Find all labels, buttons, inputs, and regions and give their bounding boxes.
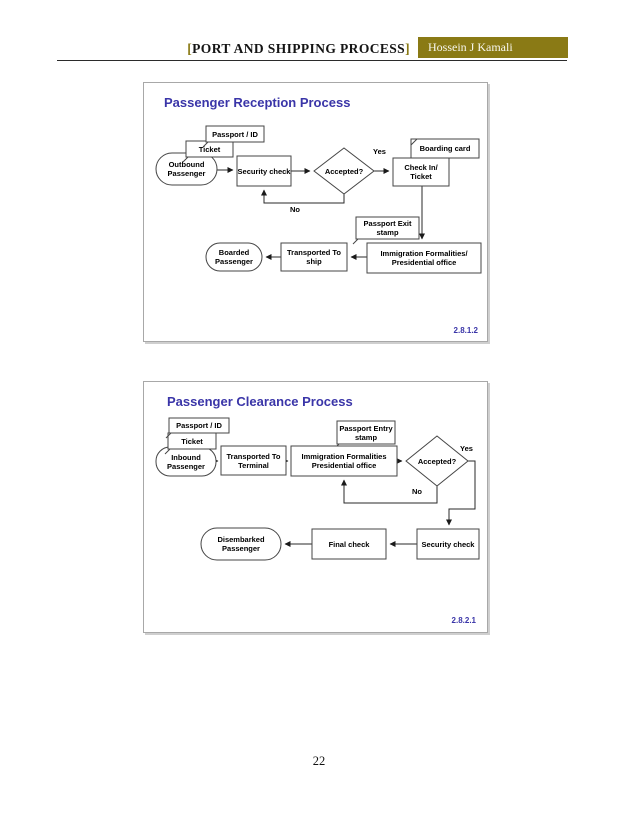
clearance-flowchart-canvas [155, 417, 480, 561]
end-terminator-shape [200, 527, 282, 561]
security-label: Security check [237, 166, 291, 176]
start-label: Inbound Passenger [167, 452, 205, 471]
page-number: 22 [312, 754, 326, 768]
decision-diamond-shape [405, 435, 469, 487]
decision-label: Accepted? [324, 166, 364, 176]
immigration-label: Immigration Formalities/ Presidential of… [380, 249, 468, 267]
final-check-label: Final check [328, 539, 370, 549]
passport-id-card-shape [205, 125, 265, 143]
passport-id-label: Passport / ID [176, 421, 222, 430]
start-label: Outbound Passenger [167, 160, 206, 178]
header-title-text: PORT AND SHIPPING PROCESS [192, 41, 406, 56]
transport-shape [280, 242, 348, 272]
decision-diamond-shape [313, 147, 375, 195]
ticket-label: Ticket [198, 144, 221, 154]
ticket-label: Ticket [181, 436, 203, 446]
exit-stamp-label: Passport Exit stamp [363, 219, 412, 237]
clearance-ref-number: 2.8.2.1 [451, 616, 476, 625]
clearance-process-panel: Passenger Clearance Process [143, 381, 488, 633]
passport-id-card-fold [165, 432, 172, 439]
immigration-shape [366, 242, 482, 274]
transport-label: Transported To ship [286, 248, 342, 266]
security-check-shape [416, 528, 480, 560]
reception-flowchart-canvas [155, 125, 482, 274]
transport-shape [220, 445, 287, 476]
passport-id-card-shape [168, 417, 230, 434]
reception-connectors [217, 167, 425, 260]
reception-ref-number: 2.8.1.2 [453, 326, 478, 335]
yes-label: Yes [373, 147, 386, 156]
no-label: No [412, 487, 422, 496]
immigration-shape [290, 445, 398, 477]
arrow-decision-yes-to-security [446, 460, 476, 526]
header-divider [57, 60, 567, 61]
final-check-shape [311, 528, 387, 560]
decision-label: Accepted? [417, 456, 457, 466]
exit-stamp-card-fold [352, 238, 359, 245]
exit-stamp-card-shape [355, 216, 420, 240]
entry-stamp-card-shape [336, 420, 396, 445]
clearance-title: Passenger Clearance Process [167, 394, 353, 409]
arrow-decision-no-loop [341, 479, 438, 504]
checkin-shape [392, 157, 450, 187]
header-bracket-open: [ [187, 41, 193, 56]
clearance-connectors [212, 458, 476, 547]
security-label: Security check [421, 539, 475, 549]
transport-label: Transported To Terminal [226, 451, 281, 470]
passport-id-card-fold [202, 141, 209, 148]
passport-id-label: Passport / ID [212, 129, 258, 139]
reception-process-panel: Passenger Reception Process [143, 82, 488, 342]
arrow-decision-no-loop [261, 189, 345, 204]
header-bracket-close: ] [405, 41, 410, 56]
entry-stamp-label: Passport Entry stamp [339, 423, 393, 442]
ticket-card-fold [182, 156, 189, 163]
end-terminator-shape [205, 242, 263, 272]
reception-title: Passenger Reception Process [164, 95, 351, 110]
no-label: No [290, 205, 300, 214]
boarding-card-label: Boarding card [419, 144, 471, 153]
ticket-card-fold [164, 448, 171, 455]
yes-label: Yes [460, 444, 473, 453]
checkin-label: Check In/ Ticket [404, 163, 438, 181]
security-check-shape [236, 155, 292, 187]
page-header-title: [PORT AND SHIPPING PROCESS] [187, 41, 410, 57]
boarding-card-fold [410, 138, 418, 146]
immigration-label: Immigration Formalities Presidential off… [301, 452, 387, 470]
end-label: Disembarked Passenger [217, 535, 265, 553]
end-label: Boarded Passenger [215, 248, 253, 266]
header-author-badge: Hossein J Kamali [418, 37, 568, 58]
